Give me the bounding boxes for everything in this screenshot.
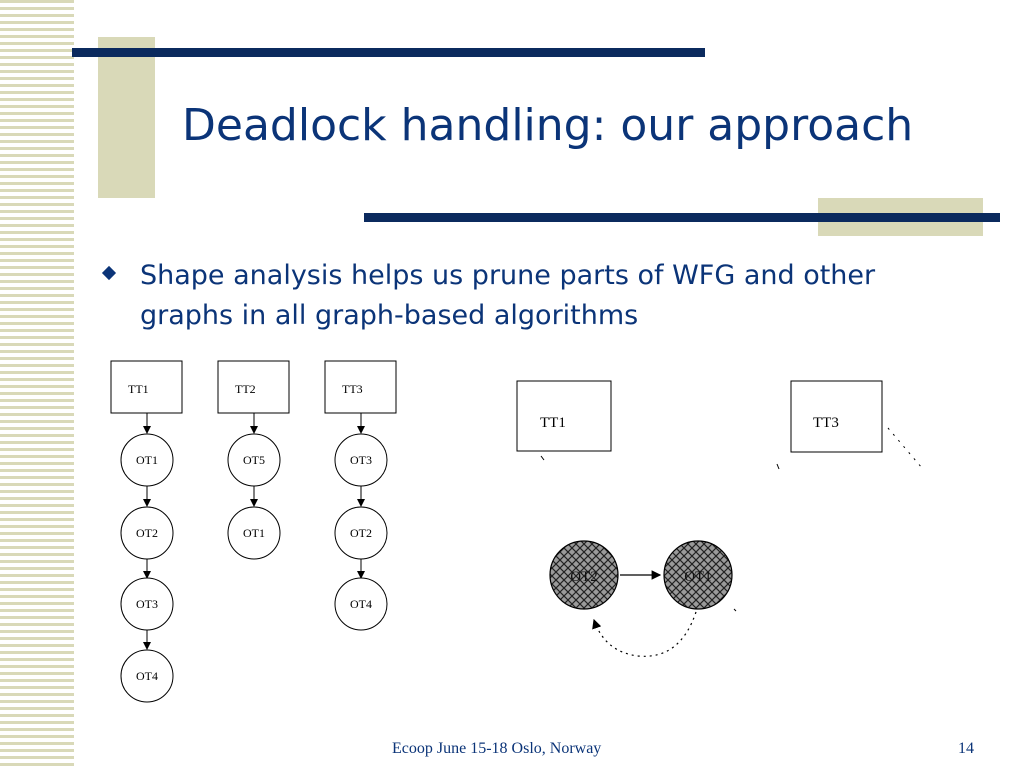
bullet-item: Shape analysis helps us prune parts of W… — [101, 256, 924, 336]
page-number: 14 — [958, 740, 974, 757]
object-label: OT5 — [243, 453, 265, 467]
object-label: OT2 — [350, 526, 372, 540]
top-rule — [72, 48, 705, 57]
task-label: TT1 — [128, 382, 149, 396]
decorative-stripes — [0, 0, 74, 768]
title-accent-block — [98, 37, 155, 198]
object-label: OT2 — [136, 526, 158, 540]
object-label: OT3 — [350, 453, 372, 467]
task-label: TT2 — [235, 382, 256, 396]
object-label: OT4 — [136, 669, 158, 683]
object-label: OT1 — [684, 569, 712, 585]
object-label: OT4 — [350, 597, 372, 611]
task-label: TT1 — [540, 415, 566, 431]
object-node — [120, 649, 174, 703]
dotted-cycle-edge — [592, 611, 697, 657]
page-title: Deadlock handling: our approach — [182, 100, 914, 151]
object-node-ot1-hatched — [663, 540, 733, 610]
right-pruned-graph: TT1 TT3 OT2 OT1 — [516, 380, 923, 657]
chain-tt1: TT1 OT1 OT2 OT3 OT4 — [110, 360, 183, 703]
task-label: TT3 — [342, 382, 363, 396]
object-label: OT3 — [136, 597, 158, 611]
edge-stub — [540, 455, 545, 461]
chain-tt3: TT3 OT3 OT2 OT4 — [324, 360, 397, 631]
object-label: OT2 — [570, 569, 598, 585]
bullet-text: Shape analysis helps us prune parts of W… — [140, 260, 876, 331]
object-node — [227, 506, 281, 560]
bottom-rule — [364, 213, 1000, 222]
object-label: OT1 — [243, 526, 265, 540]
edge-stub — [733, 608, 737, 612]
dotted-edge — [887, 427, 923, 469]
task-node-tt1-large — [516, 380, 612, 452]
task-node-tt3-large — [790, 380, 883, 453]
task-node-tt3 — [324, 360, 397, 414]
task-label: TT3 — [813, 415, 839, 431]
object-node-ot2-hatched — [549, 540, 619, 610]
object-node — [334, 577, 388, 631]
edge-stub — [776, 463, 780, 470]
left-wfg: TT1 OT1 OT2 OT3 OT4 TT2 OT5 OT1 — [110, 360, 397, 703]
task-node-tt2 — [217, 360, 290, 414]
object-label: OT1 — [136, 453, 158, 467]
footer-text: Ecoop June 15-18 Oslo, Norway — [392, 740, 602, 757]
chain-tt2: TT2 OT5 OT1 — [217, 360, 290, 560]
